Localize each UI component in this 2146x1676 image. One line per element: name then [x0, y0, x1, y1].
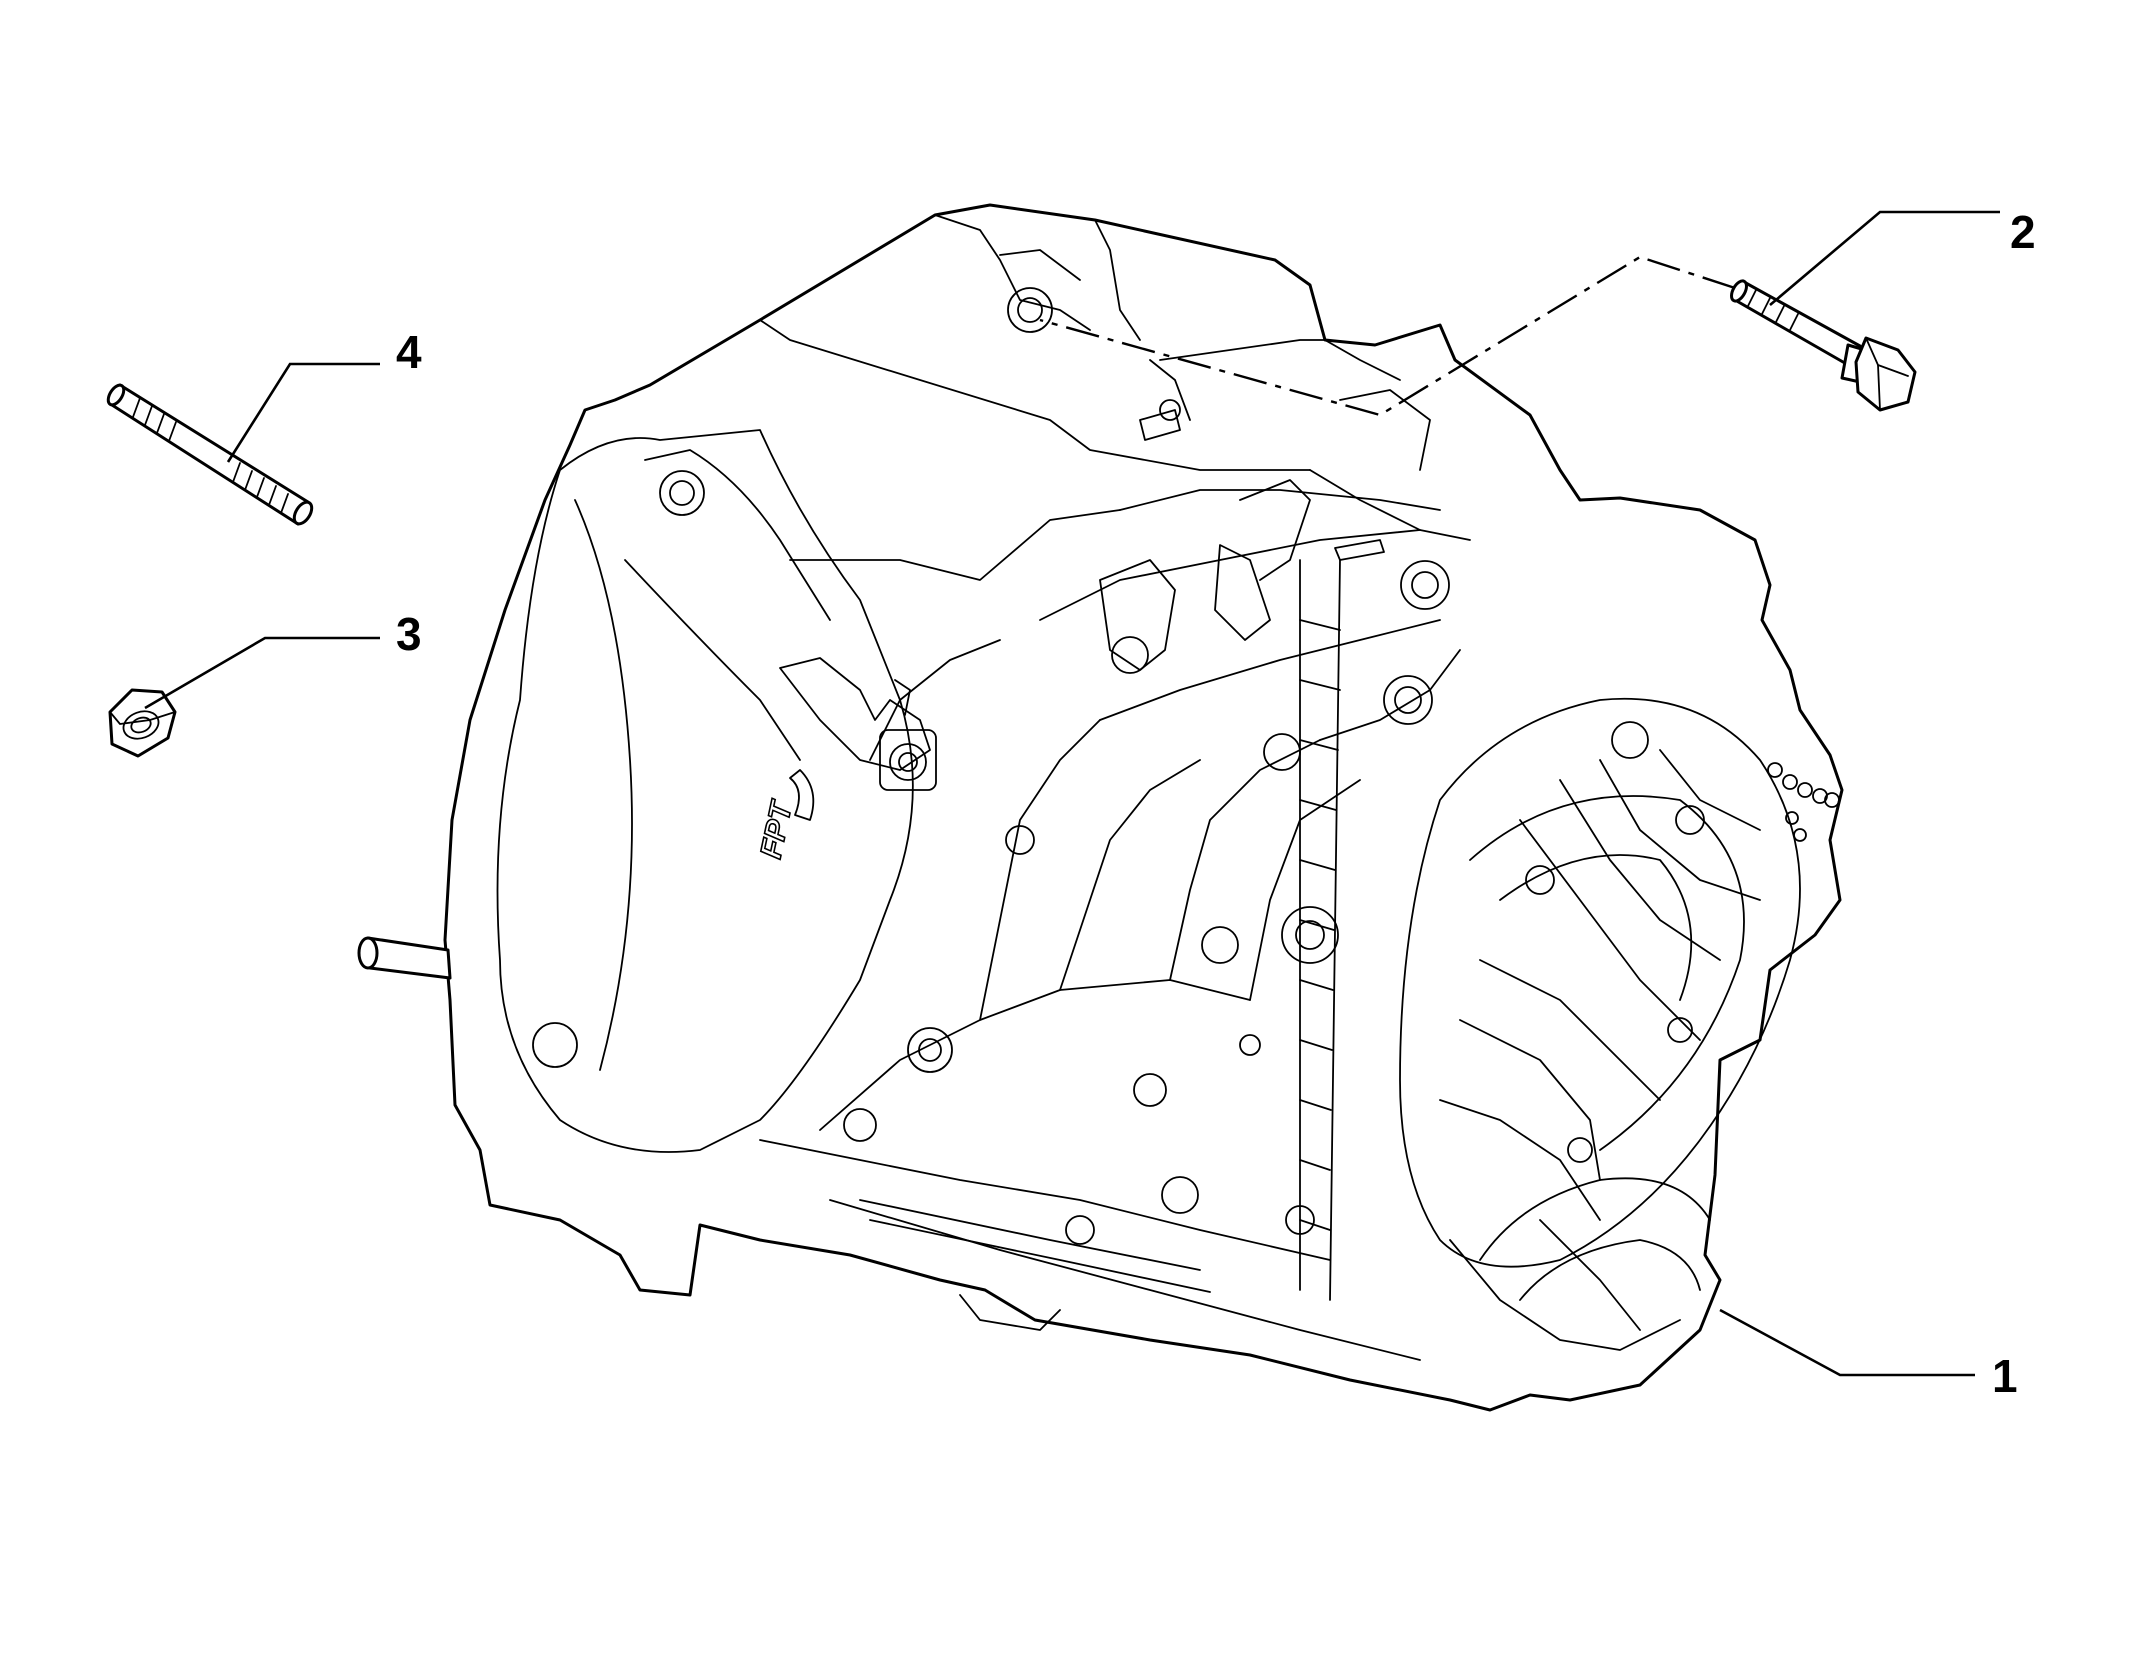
shift-linkage — [1099, 359, 1431, 671]
hex-nut — [108, 688, 177, 758]
bolt-row — [1767, 762, 1840, 842]
sensor-fitting — [779, 657, 937, 791]
housing-bosses — [532, 287, 1705, 1245]
bell-housing-face — [496, 429, 914, 1153]
callout-2: 2 — [2010, 206, 2036, 258]
housing-ribs — [1299, 619, 1341, 1231]
threaded-stud — [106, 383, 314, 526]
rear-cover-face — [1399, 697, 1801, 1268]
leader-3 — [144, 636, 380, 710]
leader-4 — [226, 362, 380, 463]
leader-lines — [144, 210, 2000, 1377]
callout-4: 4 — [396, 326, 422, 378]
bolt-position-dashed-line — [1039, 255, 1736, 417]
shaft-end — [357, 936, 379, 970]
callout-3: 3 — [396, 608, 422, 660]
flange-bolt — [1730, 279, 1917, 412]
input-shaft-stub — [366, 936, 452, 980]
leader-2 — [1769, 210, 2000, 306]
callout-1: 1 — [1992, 1350, 2018, 1402]
gearbox-housing-outline — [443, 203, 1844, 1412]
gearbox-assembly: FPT — [357, 203, 1844, 1412]
logo-swoosh — [789, 769, 815, 821]
leader-1 — [1719, 1308, 1975, 1377]
